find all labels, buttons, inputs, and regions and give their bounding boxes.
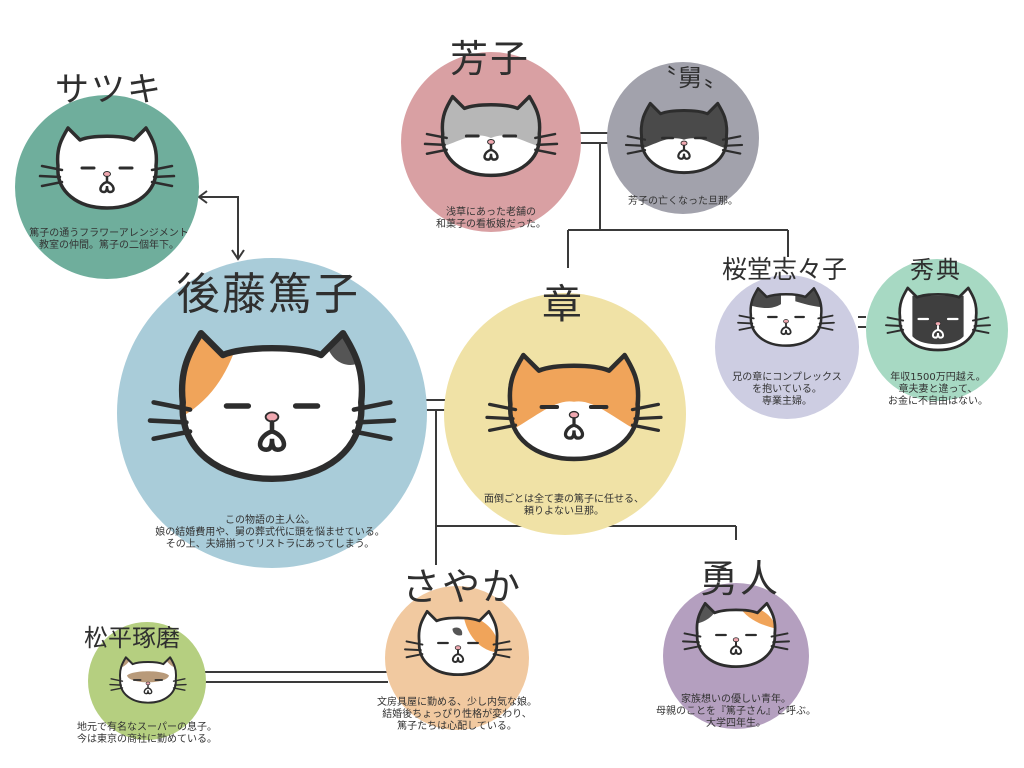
character-desc-yoshiko: 浅草にあった老舗の 和菓子の看板娘だった。 xyxy=(436,207,546,230)
fluffy-cat-icon xyxy=(885,286,991,352)
character-desc-shuto: 芳子の亡くなった旦那。 xyxy=(628,196,738,207)
character-name-yuto: 勇人 xyxy=(700,557,781,601)
character-desc-hidenori: 年収1500万円越え。 章夫妻と違って、 お金に不自由はない。 xyxy=(888,372,988,407)
calico-cat-icon xyxy=(147,329,397,483)
orange-white-cat-icon xyxy=(404,609,512,677)
character-desc-atsuko: この物語の主人公。 娘の結婚費用や、舅の葬式代に頭を悩ませている。 その上、夫婦… xyxy=(155,515,385,550)
character-desc-yuto: 家族想いの優しい青年。 母親のことを『篤子さん』と呼ぶ。 大学四年生。 xyxy=(656,694,816,729)
character-name-shuto: 〝舅〟 xyxy=(652,64,730,92)
character-name-yoshiko: 芳子 xyxy=(450,37,531,81)
black-white-cat-icon xyxy=(624,101,744,175)
character-name-sayaka: さやか xyxy=(402,565,523,609)
character-desc-akira: 面倒ごとは全て妻の篤子に任せる、 頼りよない旦那。 xyxy=(484,494,644,517)
siamese-cat-icon xyxy=(109,656,187,704)
character-name-atsuko: 後藤篤子 xyxy=(176,269,360,320)
character-name-sakurado: 桜堂志々子 xyxy=(722,255,848,284)
character-name-satsuki: サツキ xyxy=(55,70,163,110)
black-white-cat-icon xyxy=(737,287,835,347)
character-name-hidenori: 秀典 xyxy=(910,256,962,284)
character-desc-sayaka: 文房具屋に勤める、少し内気な娘。 結婚後ちょっぴり性格が変わり、 篤子たちは心配… xyxy=(377,697,537,732)
white-cat-icon xyxy=(38,126,176,210)
friendship-arrow xyxy=(200,196,239,258)
character-desc-matsudaira: 地元で有名なスーパーの息子。 今は東京の商社に勤めている。 xyxy=(77,722,217,745)
orange-tabby-cat-icon xyxy=(485,352,663,462)
character-desc-sakurado: 兄の章にコンプレックス を抱いている。 専業主婦。 xyxy=(732,372,842,407)
character-name-akira: 章 xyxy=(542,282,584,328)
character-desc-satsuki: 篤子の通うフラワーアレンジメント 教室の仲間。篤子の二個年下。 xyxy=(29,228,189,251)
calico-cat-icon xyxy=(682,601,790,669)
character-name-matsudaira: 松平琢磨 xyxy=(84,624,180,652)
gray-tabby-cat-icon xyxy=(423,94,559,178)
